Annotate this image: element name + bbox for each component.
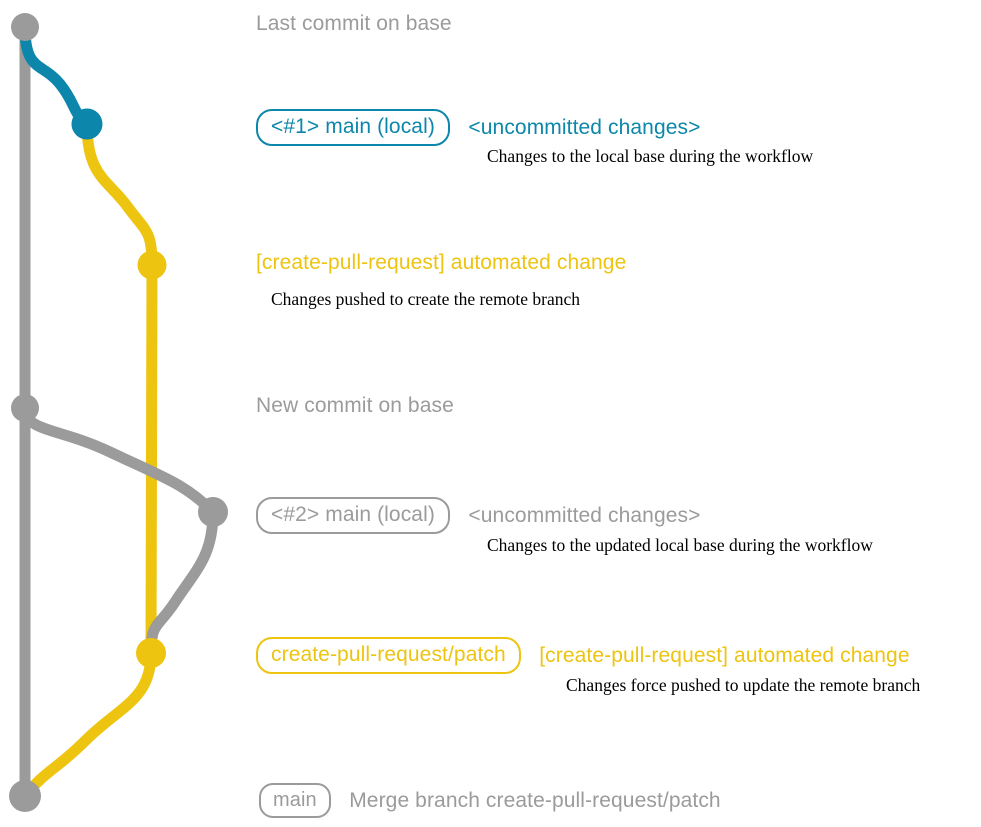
commit-node-base-head xyxy=(11,13,39,41)
commit-node-patch-2 xyxy=(136,638,166,668)
branch-tag-create-pull-request-patch[interactable]: create-pull-request/patch xyxy=(256,637,521,674)
commit-description-automated-change-2: Changes force pushed to update the remot… xyxy=(566,675,921,695)
edge-local1-to-patch1 xyxy=(81,118,158,271)
edge-patch1-to-patch2 xyxy=(145,259,158,659)
branch-tag-main-local-1[interactable]: <#1> main (local) xyxy=(256,109,450,146)
commit-subject-automated-change-2: [create-pull-request] automated change xyxy=(539,643,910,667)
commit-row-local-commit-1: <#1> main (local) <uncommitted changes> xyxy=(256,109,700,146)
commit-description-automated-change-1: Changes pushed to create the remote bran… xyxy=(271,289,581,309)
commit-subject-merge-commit: Merge branch create-pull-request/patch xyxy=(349,788,721,812)
commit-row-automated-change-2: create-pull-request/patch [create-pull-r… xyxy=(256,637,910,674)
commit-subject-last-commit-on-base: Last commit on base xyxy=(256,12,452,35)
commit-subject-new-commit-on-base: New commit on base xyxy=(256,394,454,417)
edge-basenew-to-local2 xyxy=(19,402,219,518)
commit-node-local-2 xyxy=(198,497,228,527)
branch-tag-main[interactable]: main xyxy=(259,783,331,818)
commit-node-local-1 xyxy=(71,108,103,140)
edge-local2-to-patch2 xyxy=(145,506,219,659)
commit-row-last-commit-on-base: Last commit on base xyxy=(256,12,452,36)
commit-row-automated-change-1: [create-pull-request] automated change xyxy=(256,251,626,275)
commit-subject-local-commit-2: <uncommitted changes> xyxy=(468,503,701,527)
commit-node-patch-1 xyxy=(137,250,167,280)
edge-patch2-to-merge xyxy=(19,647,157,802)
commit-description-local-commit-2: Changes to the updated local base during… xyxy=(487,535,873,555)
commit-row-new-commit-on-base: New commit on base xyxy=(256,394,454,418)
commit-row-merge-commit: main Merge branch create-pull-request/pa… xyxy=(259,783,721,818)
commit-row-local-commit-2: <#2> main (local) <uncommitted changes> xyxy=(256,497,700,534)
commit-node-base-new xyxy=(11,394,39,422)
commit-subject-local-commit-1: <uncommitted changes> xyxy=(468,115,701,139)
commit-subject-automated-change-1: [create-pull-request] automated change xyxy=(256,251,627,274)
branch-tag-main-local-2[interactable]: <#2> main (local) xyxy=(256,497,450,534)
commit-description-local-commit-1: Changes to the local base during the wor… xyxy=(487,146,814,166)
commit-node-merge xyxy=(9,780,41,812)
